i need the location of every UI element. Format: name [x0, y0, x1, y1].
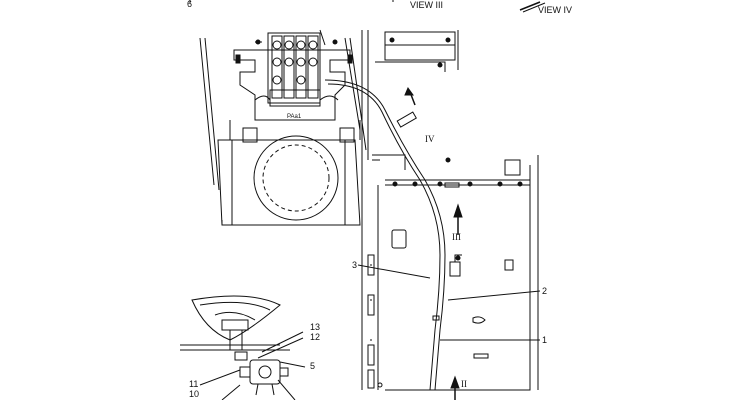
valve-label: PAa1: [287, 114, 302, 120]
floor-plate: [217, 120, 361, 226]
callout-2: 2: [542, 286, 548, 296]
top-fragment: [189, 0, 546, 13]
right-panel: [367, 155, 539, 391]
hose-upper: [324, 79, 426, 181]
callout-11: 11: [189, 379, 199, 389]
callout-1: 1: [542, 335, 548, 345]
view-iii-title: VIEW III: [410, 0, 444, 10]
callout-10: 10: [189, 389, 200, 399]
arrow-label-iv: IV: [425, 134, 435, 144]
hose-lower: [419, 179, 486, 391]
callout-3: 3: [352, 260, 358, 270]
callout-6: 6: [187, 0, 193, 9]
right-upper-brackets: [372, 31, 521, 176]
valve-bracket: [233, 29, 353, 121]
leader-lines: [199, 264, 541, 400]
callout-5: 5: [310, 361, 316, 371]
callout-12: 12: [310, 332, 321, 342]
view-iv-title: VIEW IV: [538, 5, 573, 15]
direction-arrows: [450, 203, 463, 400]
arrow-label-iii: III: [452, 232, 461, 242]
steering-column-opening: [253, 135, 339, 221]
callout-13: 13: [310, 322, 321, 332]
steering-wheel-assembly: [180, 295, 290, 396]
arrow-label-ii: II: [461, 379, 467, 389]
